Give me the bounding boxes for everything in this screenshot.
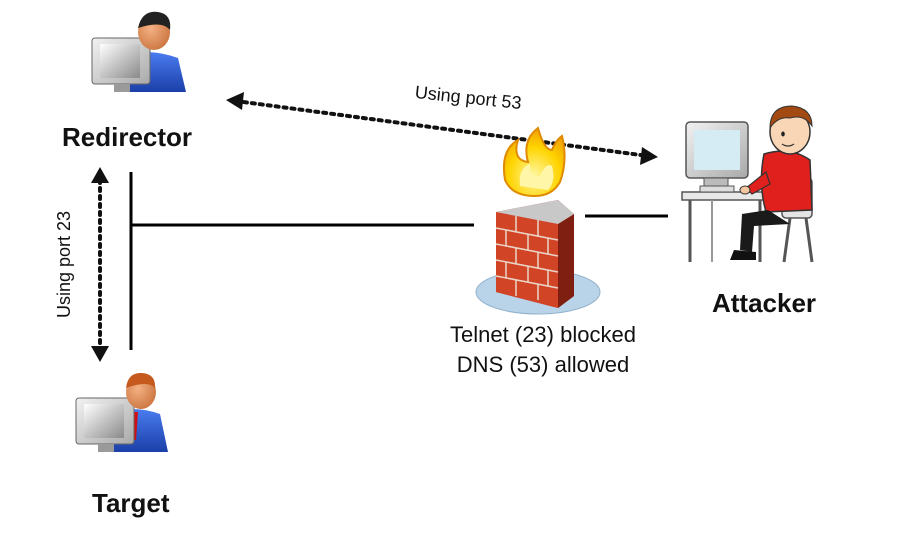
target-user-icon bbox=[75, 372, 168, 452]
port-23-arrow bbox=[91, 167, 109, 362]
target-label: Target bbox=[92, 488, 170, 518]
firewall-rule-dns: DNS (53) allowed bbox=[456, 352, 630, 377]
firewall-rules-text: Telnet (23) blocked DNS (53) allowed bbox=[420, 320, 666, 380]
attacker-label: Attacker bbox=[712, 288, 817, 318]
attacker-icon bbox=[681, 105, 814, 263]
port-53-arrow bbox=[226, 92, 658, 165]
port-23-label: Using port 23 bbox=[54, 210, 74, 318]
redirector-label: Redirector bbox=[62, 122, 193, 152]
firewall-icon bbox=[475, 126, 601, 315]
firewall-rule-telnet: Telnet (23) blocked bbox=[450, 322, 636, 347]
redirector-user-icon bbox=[91, 11, 186, 92]
